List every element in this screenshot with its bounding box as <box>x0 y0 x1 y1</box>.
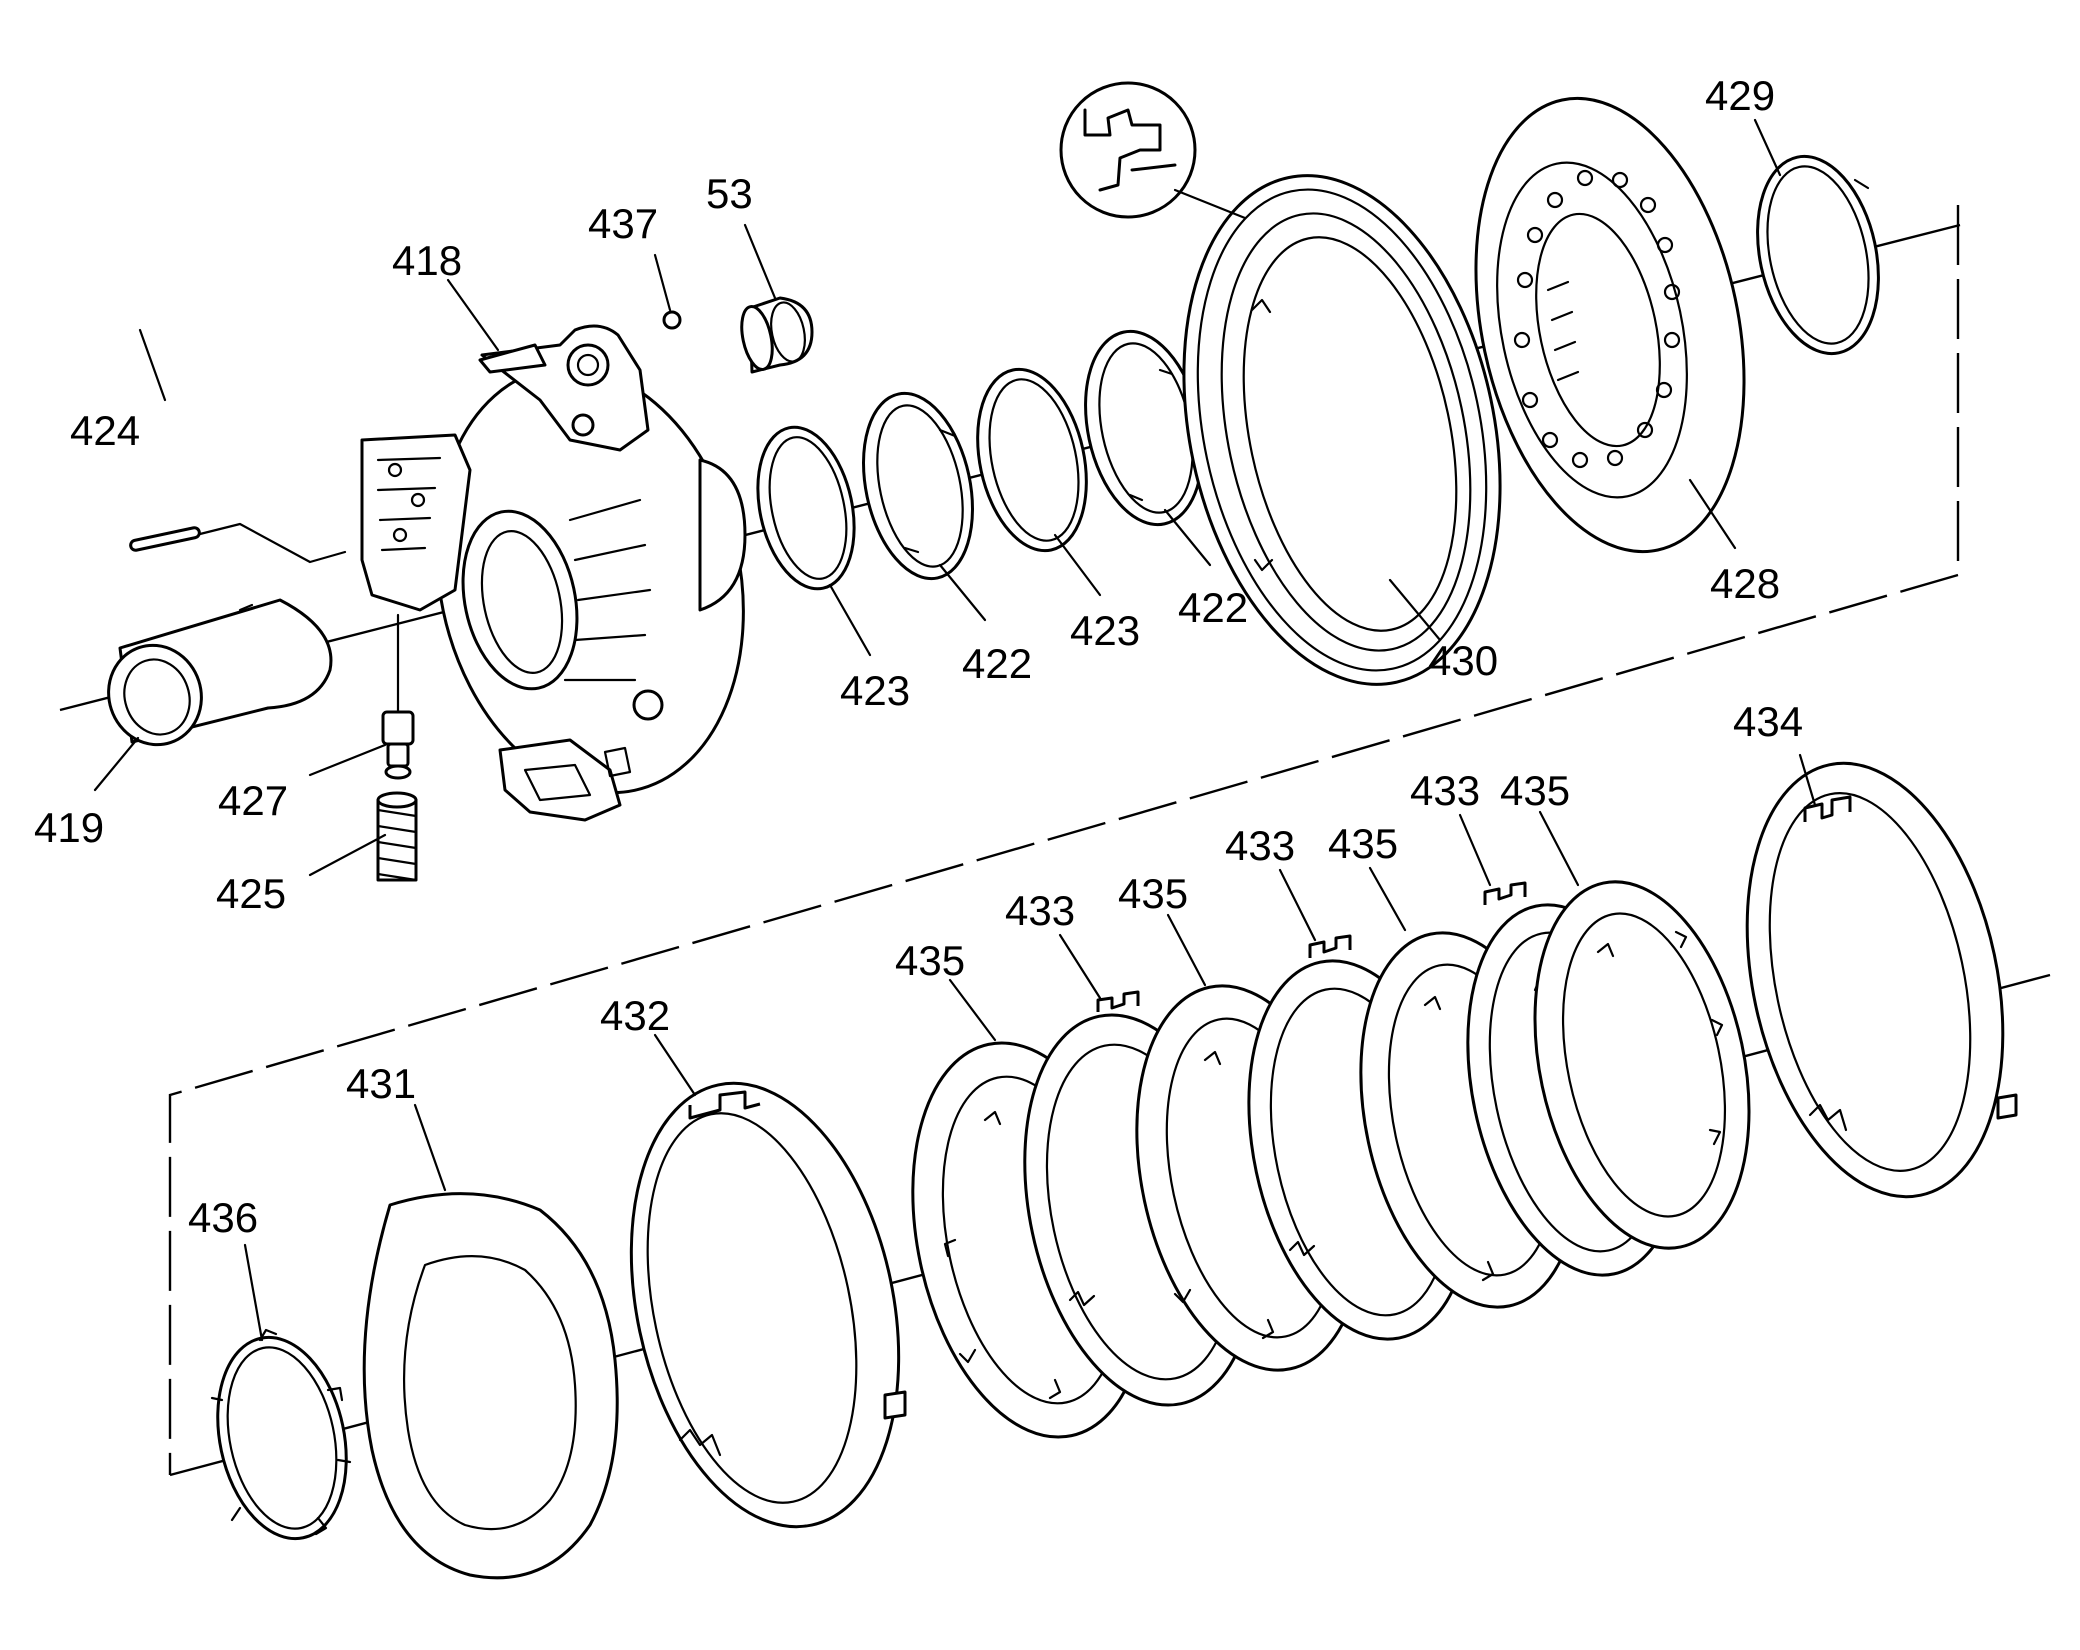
label-431: 431 <box>346 1060 416 1107</box>
label-430: 430 <box>1428 637 1498 684</box>
label-433-a: 433 <box>1005 887 1075 934</box>
label-418: 418 <box>392 237 462 284</box>
label-428: 428 <box>1710 560 1780 607</box>
part-428-spring-assembly <box>1474 96 1746 554</box>
label-429: 429 <box>1705 72 1775 119</box>
part-431-plate <box>362 1192 619 1580</box>
part-424-pin <box>129 522 347 564</box>
part-435-disc-4 <box>1533 880 1751 1250</box>
label-422-a: 422 <box>962 640 1032 687</box>
part-429-snap-ring <box>1756 154 1880 356</box>
label-422-b: 422 <box>1178 584 1248 631</box>
part-423-ring-2 <box>976 367 1088 553</box>
part-436-retainer <box>210 1328 352 1541</box>
label-424: 424 <box>70 407 140 454</box>
part-425-spring <box>376 791 418 882</box>
label-435-d: 435 <box>1500 767 1570 814</box>
part-430-piston <box>1182 174 1502 686</box>
part-419-sleeve <box>107 598 333 747</box>
part-423-ring-1 <box>756 425 856 591</box>
part-418-housing <box>360 324 747 822</box>
label-427: 427 <box>218 777 288 824</box>
label-423-b: 423 <box>1070 607 1140 654</box>
callout-labels: 53 437 418 424 419 427 425 423 422 423 4… <box>34 72 1803 1241</box>
label-433-b: 433 <box>1225 822 1295 869</box>
part-434-plate <box>1745 761 2018 1199</box>
label-432: 432 <box>600 992 670 1039</box>
label-53: 53 <box>706 170 753 217</box>
part-437-check-ball <box>662 310 682 330</box>
label-434: 434 <box>1733 698 1803 745</box>
part-427-valve <box>381 613 415 780</box>
label-435-a: 435 <box>895 937 965 984</box>
leader-lines <box>93 118 1817 1342</box>
label-435-c: 435 <box>1328 820 1398 867</box>
label-433-c: 433 <box>1410 767 1480 814</box>
label-419: 419 <box>34 804 104 851</box>
label-437: 437 <box>588 200 658 247</box>
label-425: 425 <box>216 870 286 917</box>
assembly-connector <box>168 205 1960 1475</box>
label-423-a: 423 <box>840 667 910 714</box>
seal-detail-callout <box>1059 81 1247 220</box>
label-435-b: 435 <box>1118 870 1188 917</box>
part-422-ring-1 <box>862 391 974 581</box>
label-436: 436 <box>188 1194 258 1241</box>
part-432-plate <box>629 1081 907 1529</box>
part-53-bushing <box>740 296 814 374</box>
